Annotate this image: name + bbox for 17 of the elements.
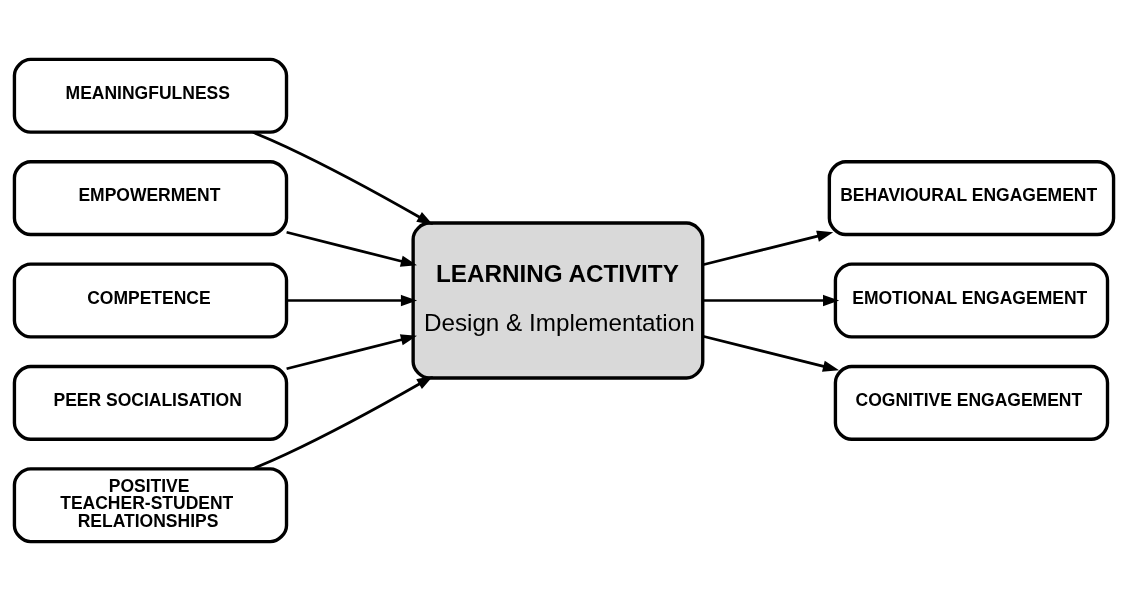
arrow xyxy=(702,230,834,266)
node-box: MEANINGFULNESS xyxy=(12,57,289,134)
arrow xyxy=(286,230,417,267)
node-box: EMOTIONAL ENGAGEMENT xyxy=(833,261,1110,339)
node-box: COGNITIVE ENGAGEMENT xyxy=(833,364,1110,441)
arrow xyxy=(286,333,417,370)
node-box: COMPETENCE xyxy=(12,261,289,339)
arrow xyxy=(286,294,418,306)
node-box: EMPOWERMENT xyxy=(12,159,289,236)
arrow xyxy=(702,294,840,306)
node-box: POSITIVE TEACHER-STUDENT RELATIONSHIPS xyxy=(12,466,289,543)
node-box: PEER SOCIALISATION xyxy=(12,364,289,441)
arrow xyxy=(252,375,434,470)
node-box: LEARNING ACTIVITY Design & Implementation xyxy=(411,220,705,380)
arrow xyxy=(252,130,434,225)
arrow xyxy=(702,334,840,372)
node-box: BEHAVIOURAL ENGAGEMENT xyxy=(827,159,1116,236)
